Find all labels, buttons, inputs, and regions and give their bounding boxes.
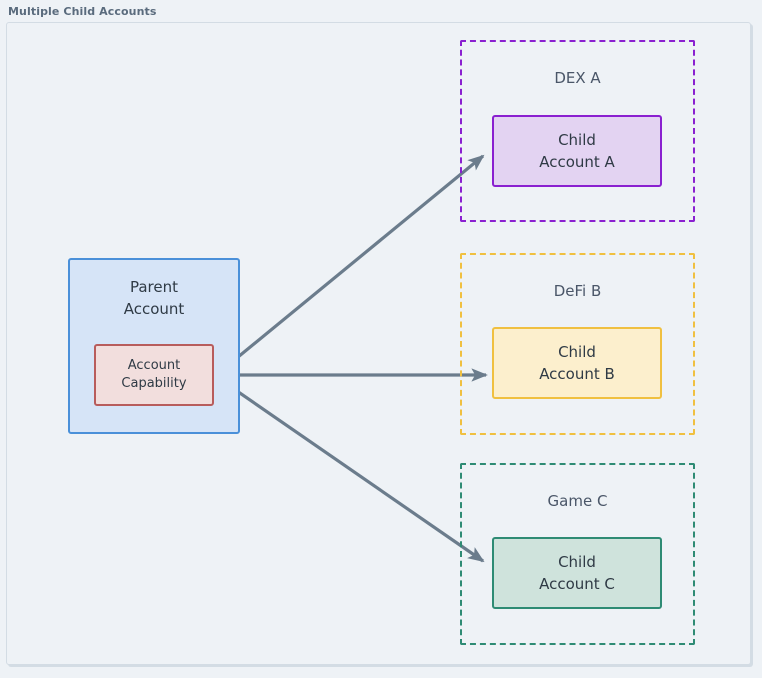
child-account-a-label: Child Account A [539,131,615,171]
child-account-c-node[interactable]: Child Account C [492,537,662,609]
parent-account-label: Parent Account [123,278,185,318]
group-defi-b-title: DeFi B [553,282,602,300]
group-dex-a-title: DEX A [554,69,601,87]
group-game-c-title: Game C [547,492,608,510]
account-capability-node[interactable]: Account Capability [94,344,214,406]
account-capability-label: Account Capability [121,358,187,391]
diagram-title: Multiple Child Accounts [8,5,157,18]
child-account-a-node[interactable]: Child Account A [492,115,662,187]
group-game-c[interactable]: Game C [460,463,695,645]
child-account-c-label: Child Account C [539,553,615,593]
group-defi-b[interactable]: DeFi B [460,253,695,435]
group-dex-a[interactable]: DEX A [460,40,695,222]
child-account-b-node[interactable]: Child Account B [492,327,662,399]
child-account-b-label: Child Account B [539,343,615,383]
